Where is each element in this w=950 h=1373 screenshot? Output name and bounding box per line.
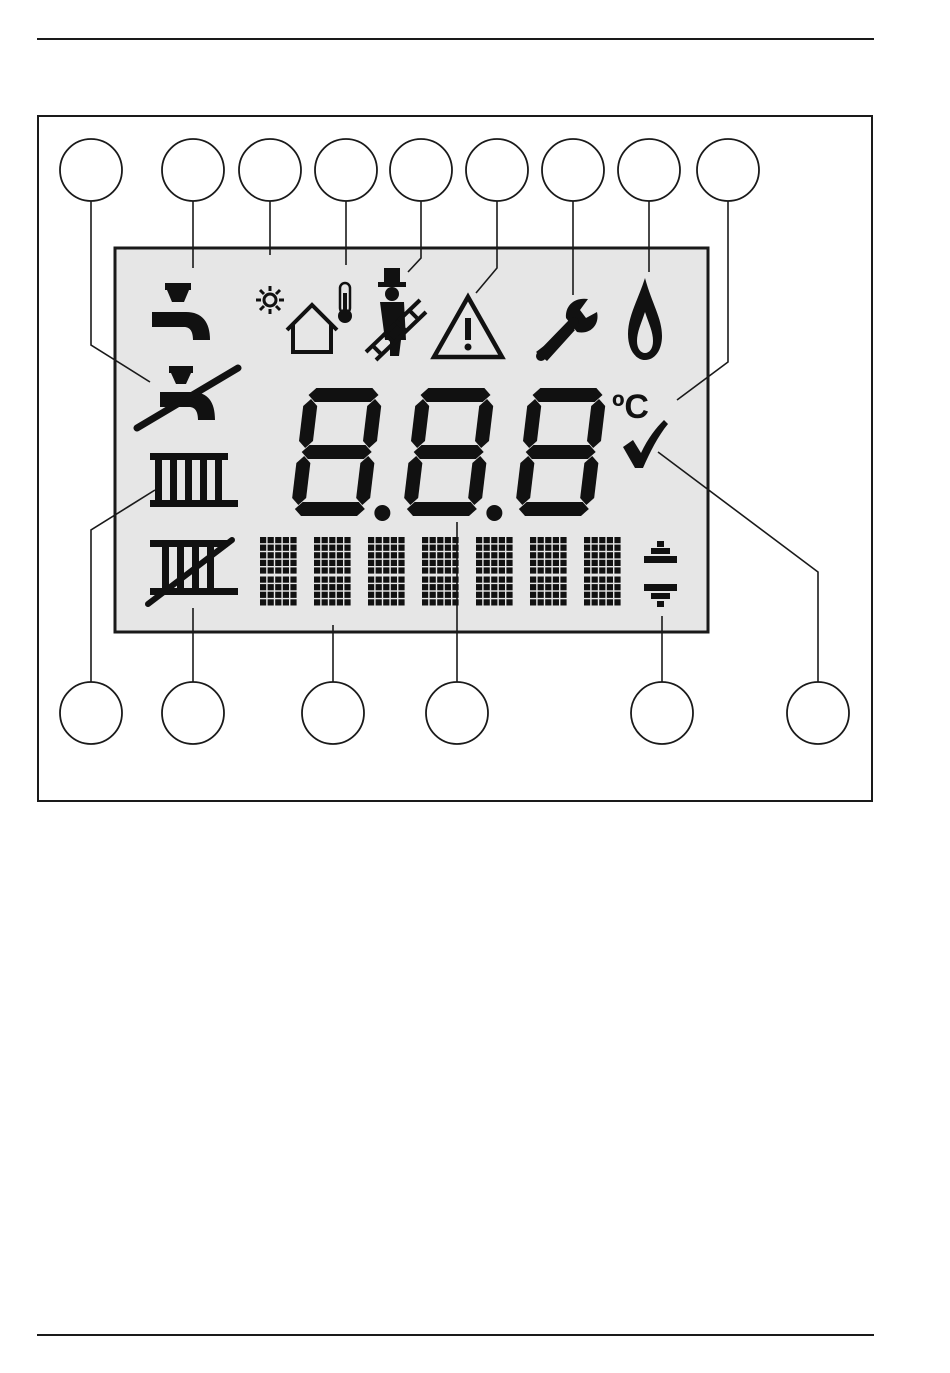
matrix-character bbox=[476, 537, 513, 606]
callout-circle bbox=[787, 682, 849, 744]
callout-circle bbox=[315, 139, 377, 201]
decimal-point bbox=[374, 505, 390, 521]
digit-segment bbox=[295, 502, 365, 516]
matrix-character bbox=[584, 537, 621, 606]
callout-circle bbox=[390, 139, 452, 201]
callout-circle bbox=[697, 139, 759, 201]
matrix-character bbox=[368, 537, 405, 606]
text-matrix bbox=[260, 537, 621, 606]
callout-circle bbox=[466, 139, 528, 201]
digit-segment bbox=[407, 502, 477, 516]
callout-circle bbox=[631, 682, 693, 744]
celsius-unit: ºC bbox=[612, 388, 649, 426]
callout-circle bbox=[302, 682, 364, 744]
matrix-character bbox=[260, 537, 297, 606]
digit-segment bbox=[519, 502, 589, 516]
digit-segment bbox=[309, 388, 379, 402]
digit-segment bbox=[302, 445, 372, 459]
callout-circle bbox=[60, 682, 122, 744]
matrix-character bbox=[422, 537, 459, 606]
callout-circle bbox=[60, 139, 122, 201]
callout-circle bbox=[239, 139, 301, 201]
callout-circle bbox=[618, 139, 680, 201]
decimal-point bbox=[486, 505, 502, 521]
matrix-character bbox=[530, 537, 567, 606]
digit-segment bbox=[526, 445, 596, 459]
callout-circle bbox=[542, 139, 604, 201]
digit-segment bbox=[421, 388, 491, 402]
callout-circle bbox=[162, 682, 224, 744]
matrix-character bbox=[314, 537, 351, 606]
callout-circle bbox=[426, 682, 488, 744]
digit-segment bbox=[414, 445, 484, 459]
callout-circle bbox=[162, 139, 224, 201]
digit-segment bbox=[533, 388, 603, 402]
